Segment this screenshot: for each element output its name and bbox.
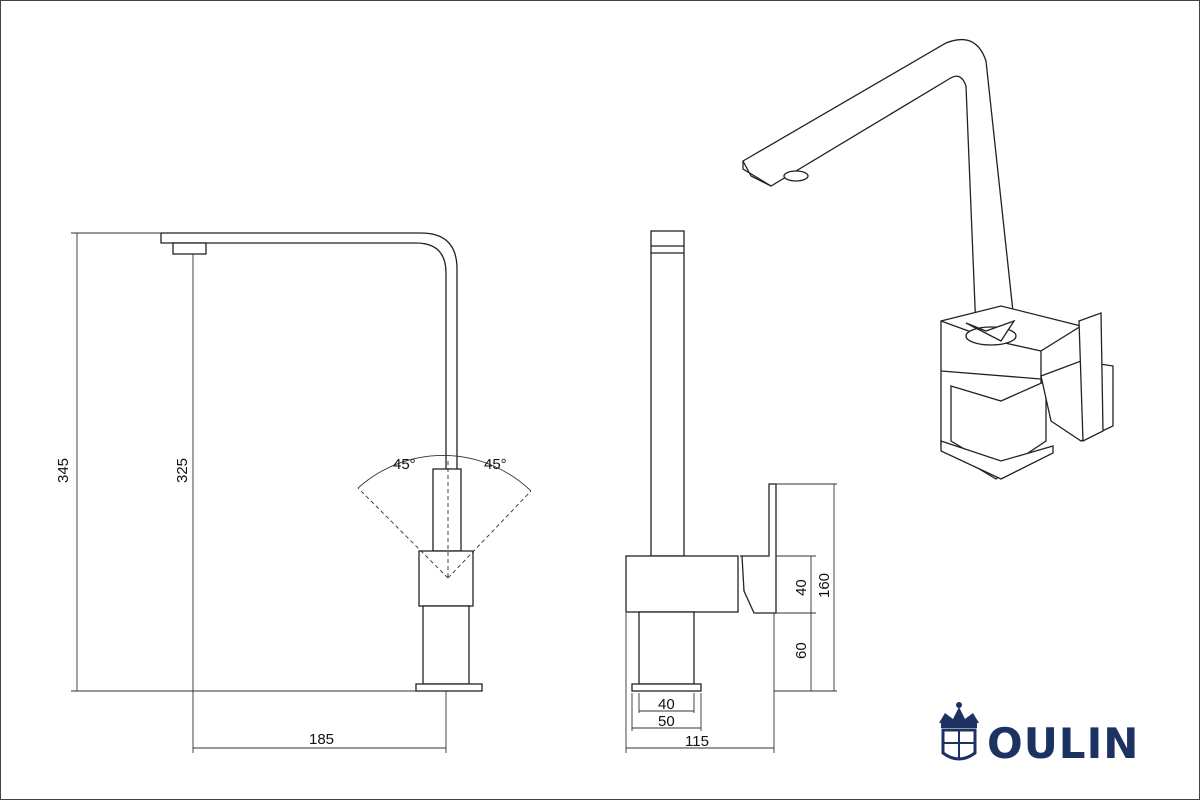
isometric-view	[742, 38, 1114, 480]
dim-115: 115	[685, 733, 709, 750]
front-view: 45° 45° 345 325 185	[55, 232, 532, 753]
angle-left-label: 45°	[393, 456, 416, 473]
dim-160: 160	[816, 573, 833, 598]
angle-right-label: 45°	[484, 456, 507, 473]
side-view: 40 160 60 40 50 115	[625, 230, 837, 753]
dim-40-base: 40	[658, 696, 675, 713]
dim-40-handle: 40	[793, 579, 810, 596]
oulin-logo: OULIN	[939, 702, 1139, 768]
dim-60: 60	[793, 642, 810, 659]
brand-name: OULIN	[987, 719, 1139, 768]
dim-345: 345	[55, 458, 72, 483]
dim-185: 185	[309, 731, 334, 748]
dim-50: 50	[658, 713, 675, 730]
dim-325: 325	[174, 458, 191, 483]
